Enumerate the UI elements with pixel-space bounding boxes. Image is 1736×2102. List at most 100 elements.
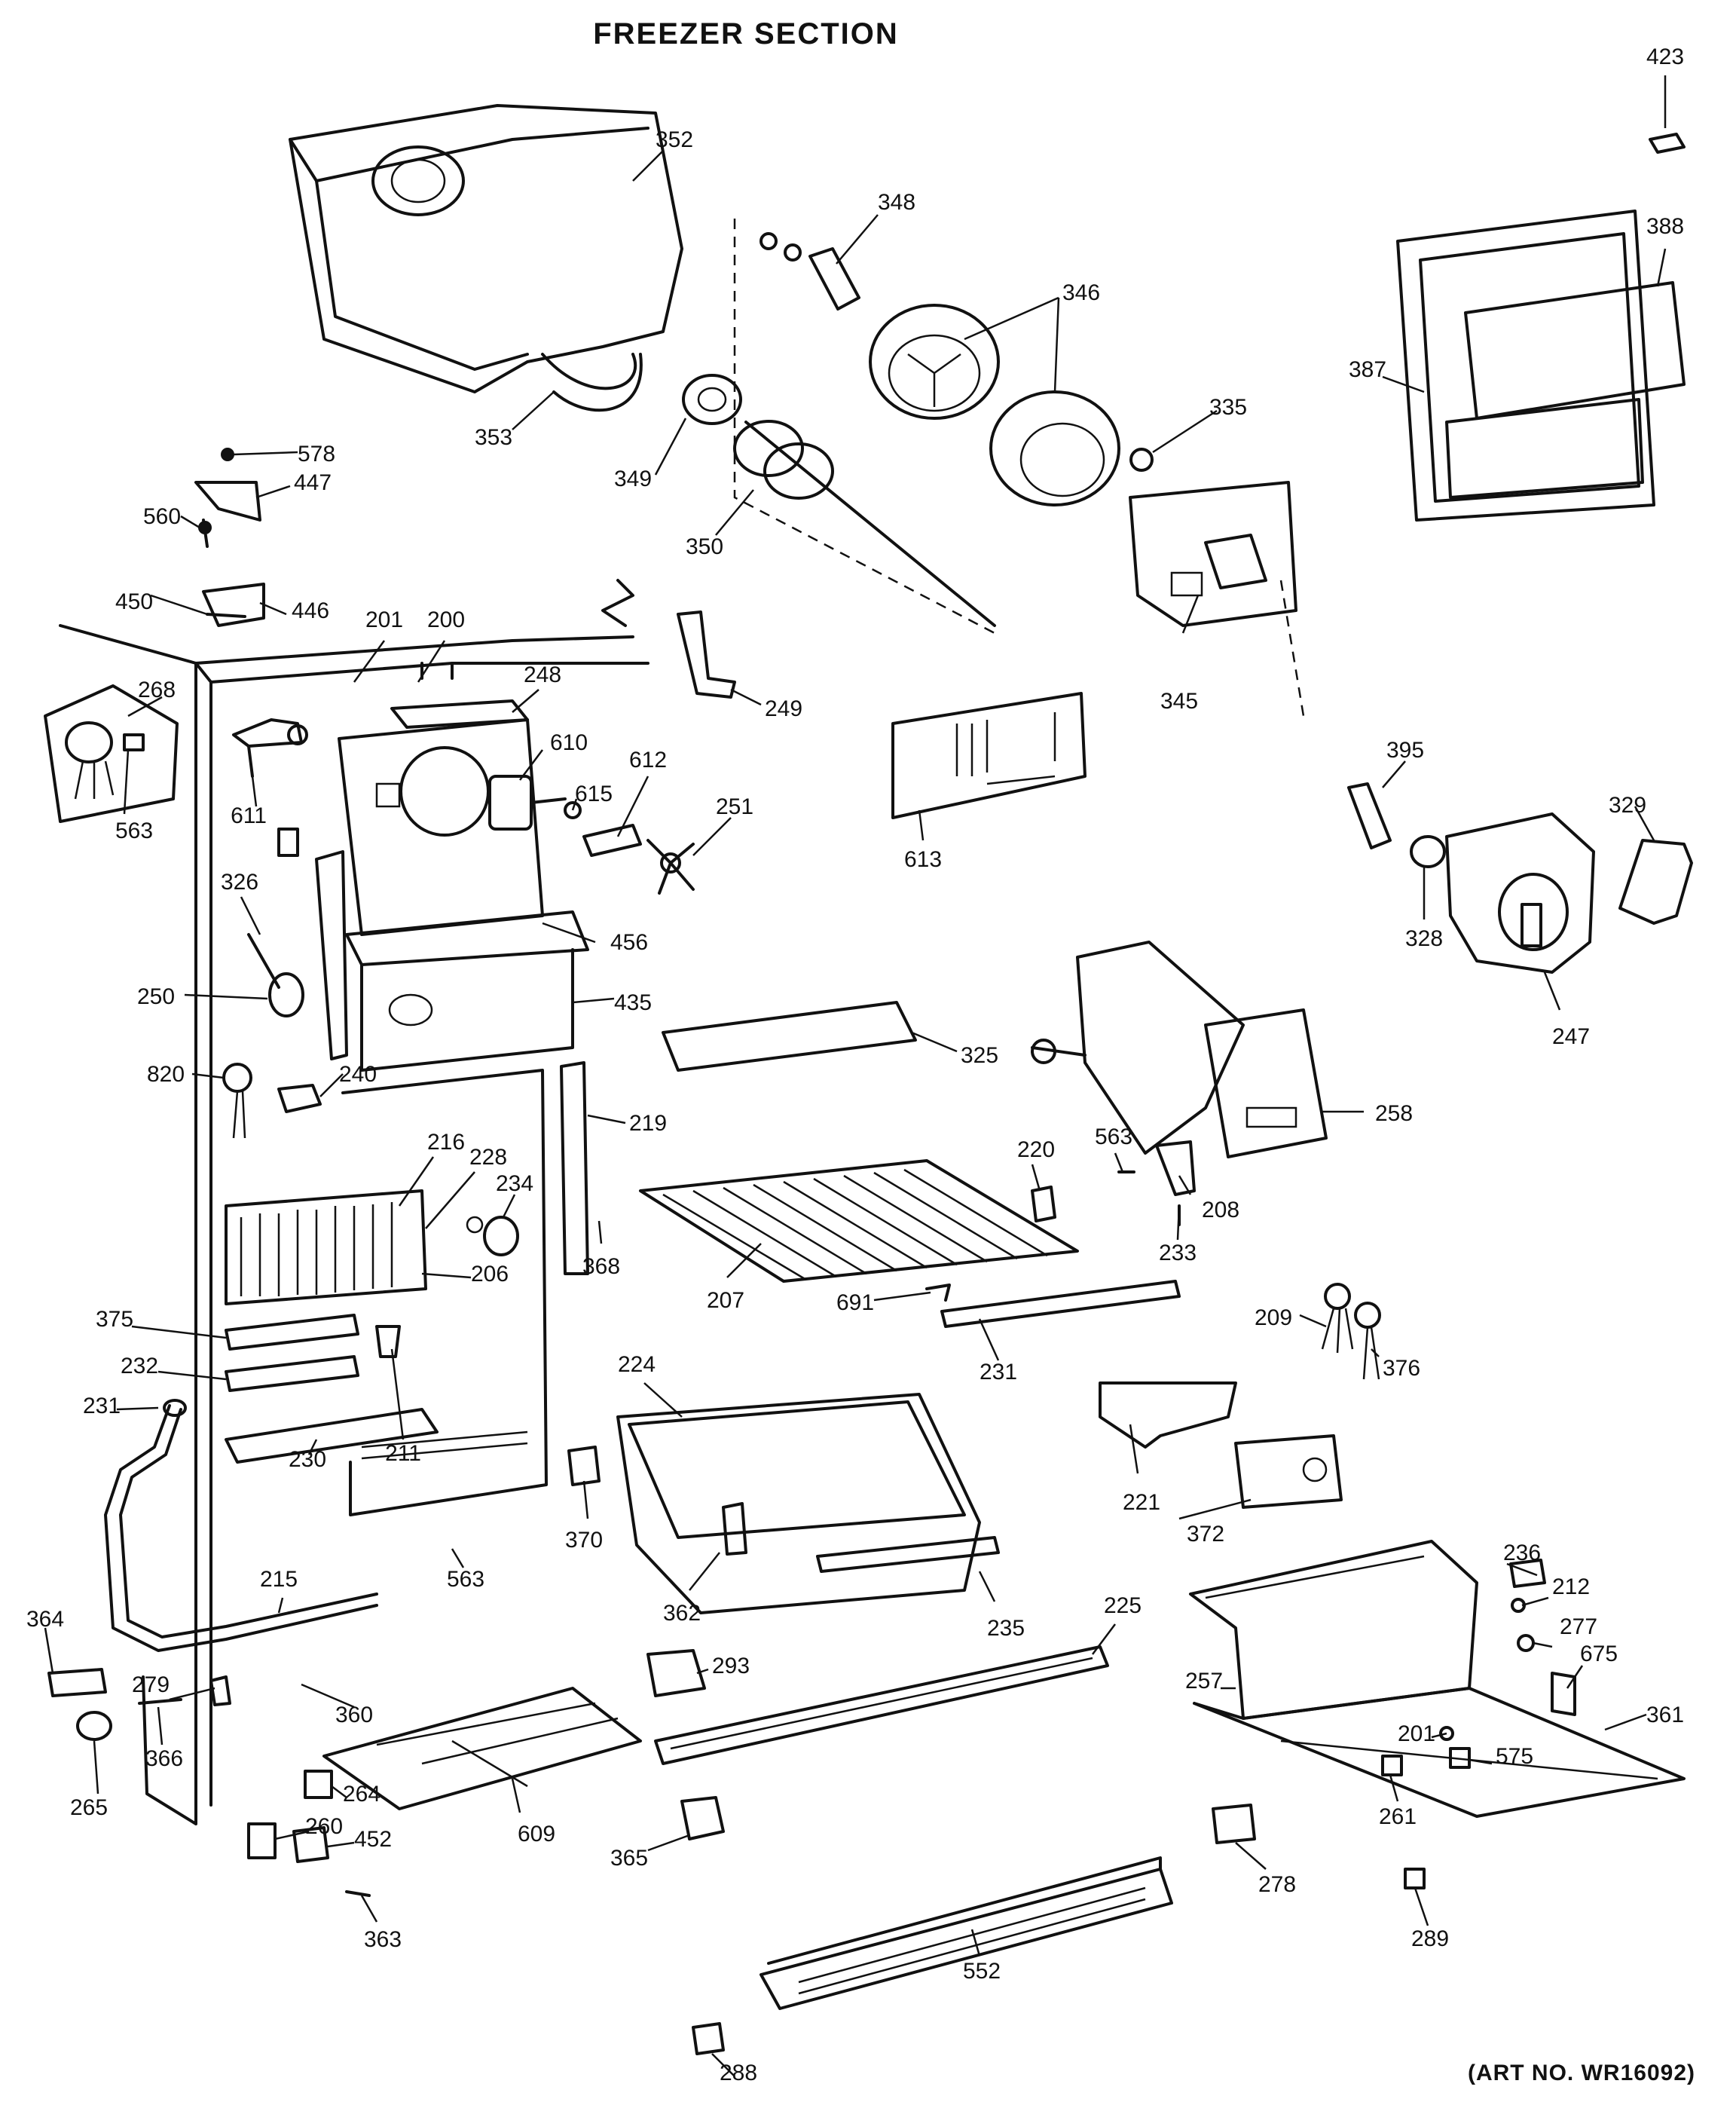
small-parts-left-drawing bbox=[47, 1668, 231, 1741]
callout-250: 250 bbox=[137, 984, 175, 1009]
callout-234: 234 bbox=[496, 1171, 533, 1196]
callout-820: 820 bbox=[147, 1062, 185, 1087]
callout-206: 206 bbox=[471, 1262, 509, 1287]
callout-212: 212 bbox=[1552, 1574, 1590, 1599]
callout-423: 423 bbox=[1646, 44, 1684, 69]
part-257-drawing bbox=[646, 1649, 706, 1697]
callout-345: 345 bbox=[1160, 689, 1198, 714]
part-249-drawing bbox=[677, 610, 736, 699]
callout-233: 233 bbox=[1159, 1241, 1197, 1265]
diagram-title: FREEZER SECTION bbox=[593, 17, 899, 50]
callout-610: 610 bbox=[550, 730, 588, 755]
callout-388: 388 bbox=[1646, 214, 1684, 239]
drain-tube-drawing bbox=[104, 1399, 378, 1652]
callout-360: 360 bbox=[335, 1703, 373, 1727]
cover-258-drawing bbox=[662, 1001, 917, 1072]
callout-366: 366 bbox=[145, 1746, 183, 1771]
callout-563: 563 bbox=[447, 1567, 484, 1592]
callout-615: 615 bbox=[575, 782, 613, 806]
light-socket-inset-drawing bbox=[44, 684, 179, 823]
callout-201: 201 bbox=[365, 607, 403, 632]
ice-bin-211-drawing bbox=[616, 1393, 1000, 1614]
shelf-rail-drawing bbox=[925, 1186, 1181, 1328]
callout-611: 611 bbox=[231, 803, 267, 828]
motor-axis-line bbox=[1279, 580, 1305, 717]
callout-200: 200 bbox=[427, 607, 465, 632]
callout-447: 447 bbox=[294, 470, 332, 495]
channel-216-drawing bbox=[560, 1061, 589, 1275]
callout-609: 609 bbox=[518, 1822, 555, 1847]
callout-260: 260 bbox=[305, 1814, 343, 1839]
callout-230: 230 bbox=[289, 1447, 326, 1472]
ice-bucket-wire-353-drawing bbox=[552, 353, 643, 412]
light-bulb-drawing bbox=[247, 933, 304, 1017]
callout-224: 224 bbox=[618, 1352, 656, 1377]
callout-236: 236 bbox=[1503, 1541, 1541, 1565]
callout-364: 364 bbox=[26, 1607, 64, 1632]
machine-cover-drawing bbox=[1189, 1540, 1686, 1818]
callout-452: 452 bbox=[354, 1827, 392, 1852]
callout-325: 325 bbox=[961, 1043, 998, 1068]
callout-578: 578 bbox=[298, 442, 335, 467]
parts-240-219-drawing bbox=[222, 1063, 322, 1139]
callout-261: 261 bbox=[1379, 1804, 1417, 1829]
rail-277-drawing bbox=[654, 1645, 1109, 1765]
callout-216: 216 bbox=[427, 1130, 465, 1155]
blade-348-drawing bbox=[760, 232, 860, 311]
fan-shroud-drawing bbox=[315, 699, 589, 1072]
freezer-liner-drawing bbox=[59, 579, 649, 1825]
callout-612: 612 bbox=[629, 748, 667, 773]
callout-456: 456 bbox=[610, 930, 648, 955]
callout-395: 395 bbox=[1386, 738, 1424, 763]
callout-248: 248 bbox=[524, 662, 561, 687]
assembly-axis-line bbox=[733, 219, 995, 635]
fan-motor-drawing bbox=[488, 775, 695, 895]
callout-208: 208 bbox=[1202, 1198, 1239, 1222]
callout-268: 268 bbox=[138, 678, 176, 702]
bracket-611-drawing bbox=[232, 718, 308, 857]
callout-215: 215 bbox=[260, 1567, 298, 1592]
part-290-drawing bbox=[692, 2022, 725, 2055]
parts-278-289-drawing bbox=[680, 1796, 1256, 1844]
callout-613: 613 bbox=[904, 847, 942, 872]
callout-362: 362 bbox=[663, 1601, 701, 1626]
timer-parts-drawing bbox=[1099, 1381, 1343, 1509]
callout-225: 225 bbox=[1104, 1593, 1142, 1618]
callout-376: 376 bbox=[1383, 1356, 1420, 1381]
callout-277: 277 bbox=[1560, 1614, 1597, 1639]
drums-346-drawing bbox=[869, 304, 1154, 506]
drawer-260-drawing bbox=[247, 1687, 642, 1897]
callout-363: 363 bbox=[364, 1927, 402, 1952]
switches-376-375-drawing bbox=[1321, 1283, 1381, 1380]
callout-450: 450 bbox=[115, 589, 153, 614]
callout-335: 335 bbox=[1209, 395, 1247, 420]
callout-575: 575 bbox=[1496, 1744, 1533, 1769]
callout-231: 231 bbox=[980, 1360, 1017, 1385]
callout-326: 326 bbox=[221, 870, 258, 895]
callout-691: 691 bbox=[836, 1290, 874, 1315]
callout-labels: 4233523483463883873353533493503455784475… bbox=[26, 44, 1684, 2085]
callout-446: 446 bbox=[292, 598, 329, 623]
callout-219: 219 bbox=[629, 1111, 667, 1136]
callout-220: 220 bbox=[1017, 1137, 1055, 1162]
grille-288-drawing bbox=[760, 1856, 1173, 2010]
shelf-206-drawing bbox=[639, 1159, 1079, 1283]
leader-lines bbox=[44, 75, 1667, 2077]
clip-423-drawing bbox=[1649, 133, 1686, 154]
defrost-parts-drawing bbox=[225, 1314, 439, 1464]
cover-395-drawing bbox=[891, 692, 1087, 819]
callout-675: 675 bbox=[1580, 1642, 1618, 1666]
ice-maker-820-drawing bbox=[1031, 941, 1328, 1158]
callout-328: 328 bbox=[1405, 926, 1443, 951]
callout-240: 240 bbox=[339, 1062, 377, 1087]
callout-289: 289 bbox=[1411, 1926, 1449, 1951]
auger-motor-drawing bbox=[1347, 782, 1693, 974]
callout-552: 552 bbox=[963, 1959, 1001, 1984]
callout-249: 249 bbox=[765, 696, 802, 721]
callout-346: 346 bbox=[1062, 280, 1100, 305]
callout-228: 228 bbox=[469, 1145, 507, 1170]
auger-assembly-drawing bbox=[682, 374, 996, 627]
callout-207: 207 bbox=[707, 1288, 744, 1313]
